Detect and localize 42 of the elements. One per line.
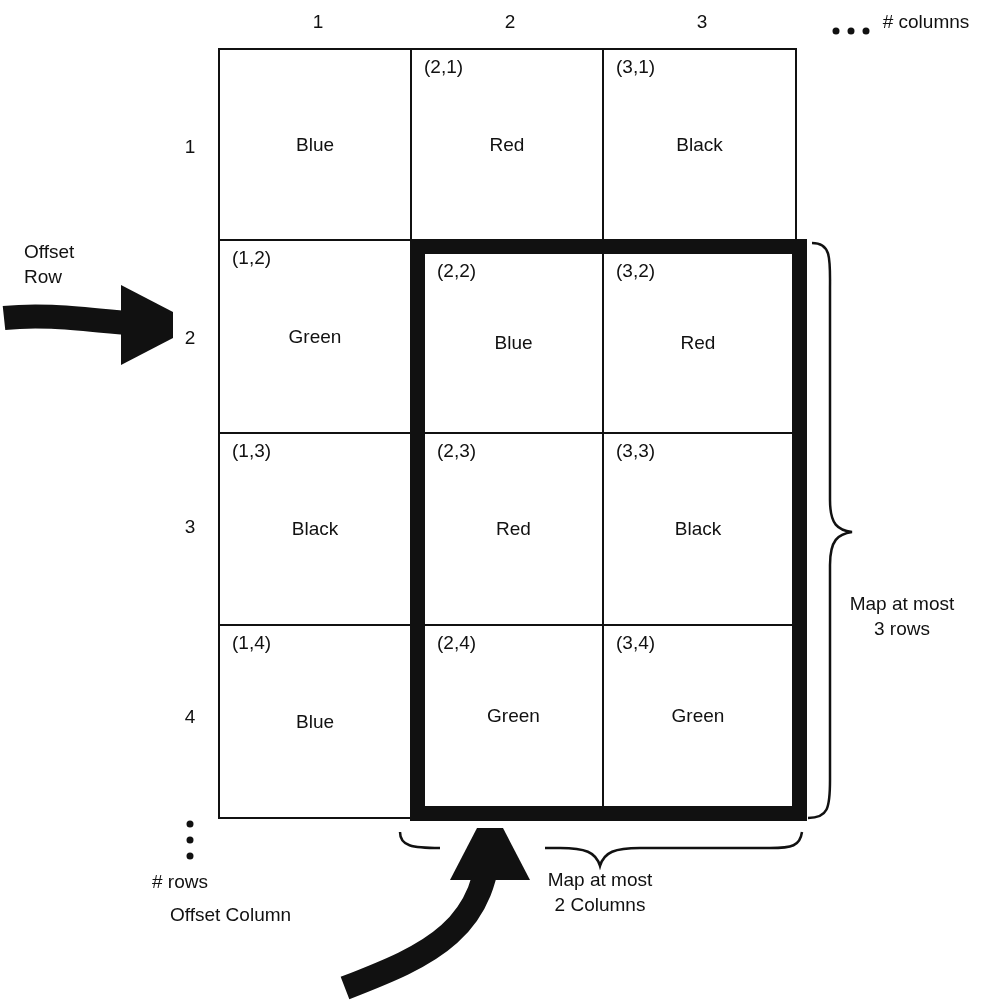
color-name: Black [673, 518, 723, 540]
cell-coordinate: (3,2) [616, 260, 656, 282]
grid-cell [218, 624, 412, 819]
axis-label: # rows [151, 870, 209, 894]
axis-label: # columns [881, 10, 971, 34]
cell-coordinate: (2,4) [437, 632, 477, 654]
color-name: Blue [295, 710, 335, 733]
grid-cell [423, 624, 604, 808]
axis-label: 4 [183, 705, 197, 729]
color-name: Green [486, 705, 541, 727]
color-name: Black [290, 518, 340, 540]
cell-coordinate: (1,2) [232, 247, 272, 269]
color-name: Red [495, 518, 532, 540]
grid-cell [602, 624, 794, 808]
color-name: Green [287, 325, 343, 348]
cell-coordinate: (1,3) [232, 440, 272, 462]
grid-cell [602, 252, 794, 434]
row-number: 2 [175, 325, 205, 351]
color-name: Red [488, 133, 526, 156]
axis-label: 2 [503, 10, 517, 34]
cell-coordinate: (3,3) [616, 440, 656, 462]
grid-cell [423, 252, 604, 434]
color-name: Blue [295, 133, 335, 156]
cell-coordinate: (1,4) [232, 632, 272, 654]
color-name: Green [670, 705, 726, 727]
axis-label: 1 [183, 135, 197, 159]
cell-coordinate: (2,3) [437, 440, 477, 462]
color-name: Blue [493, 332, 534, 354]
cell-coordinate: (2,2) [437, 260, 477, 282]
cell-coordinate: (2,1) [424, 56, 464, 78]
axis-label: 3 [183, 515, 197, 539]
axis-label: Map at most 2 Columns [546, 868, 654, 917]
axis-label: 1 [311, 10, 325, 34]
axis-label: 3 [695, 10, 709, 34]
axis-label: Map at most 3 rows [848, 592, 956, 641]
grid-cell [602, 48, 797, 241]
cell-coordinate: (3,4) [616, 632, 656, 654]
mapped-region-frame [410, 239, 807, 821]
cell-coordinate: (3,1) [616, 56, 656, 78]
color-name: Black [675, 133, 724, 156]
color-name: Red [679, 332, 717, 354]
grid-cell [218, 48, 412, 241]
